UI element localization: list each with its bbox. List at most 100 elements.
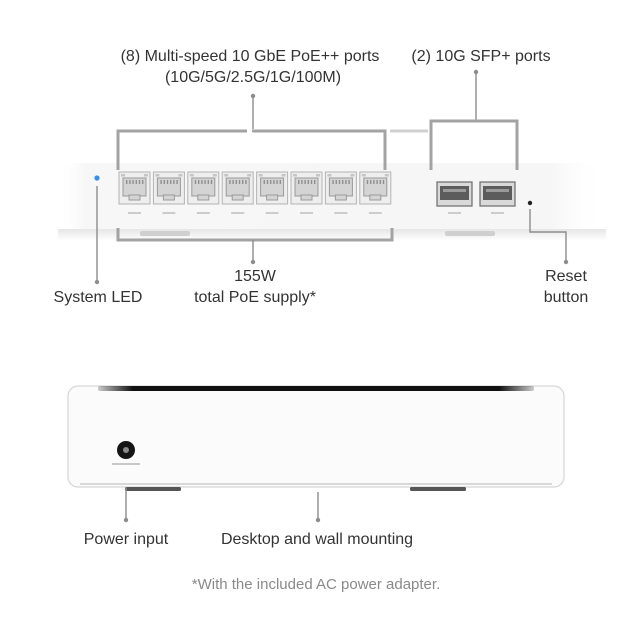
rj45-port-notch [128, 194, 141, 201]
foot-left [140, 231, 190, 236]
reset-label-line2: button [543, 289, 589, 306]
rear-top-edge [98, 386, 534, 391]
rj45-led-right [247, 174, 252, 177]
rj45-contact [263, 180, 265, 184]
rear-foot-left [125, 487, 181, 491]
rj45-contact [229, 180, 231, 184]
rj45-contact [270, 180, 272, 184]
rj45-port [324, 171, 357, 214]
rj45-contact [276, 180, 278, 184]
rj45-contact [232, 180, 234, 184]
rj45-led-left [189, 174, 194, 177]
callout-dots-bottom [123, 517, 321, 523]
rj45-contact [210, 180, 213, 184]
power-jack-marking [112, 463, 140, 465]
rj45-contact [160, 180, 162, 184]
rj45-led-left [361, 174, 366, 177]
sfp-port-marking [448, 212, 461, 214]
sfp-port-marking [491, 212, 504, 214]
rj45-port-notch [197, 194, 210, 201]
rj45-contact [198, 180, 200, 184]
rj45-contact [332, 180, 334, 184]
rj45-contact [314, 180, 316, 184]
rj45-contact [310, 180, 313, 184]
rj45-port-notch [300, 194, 313, 201]
poe-ports-speeds-label: (10G/5G/2.5G/1G/100M) [164, 69, 342, 86]
rj45-contact [335, 180, 337, 184]
rj45-contact [376, 180, 378, 184]
callout-dot [563, 259, 569, 265]
rj45-contact [135, 180, 137, 184]
footnote: *With the included AC power adapter. [191, 576, 441, 593]
rj45-contact [242, 180, 244, 184]
rj45-contact [266, 180, 269, 184]
rj45-contact [279, 180, 281, 184]
rj45-contact [338, 180, 341, 184]
rj45-contact [176, 180, 178, 184]
rj45-port [290, 171, 323, 214]
rj45-port [187, 171, 220, 214]
rj45-contact [194, 180, 197, 184]
callout-lines-top [96, 72, 567, 280]
reset-line [529, 209, 567, 261]
poe-supply-bracket [116, 228, 394, 242]
foot-right [445, 231, 495, 236]
rj45-contact [170, 180, 172, 184]
rj45-led-left [293, 174, 297, 177]
rj45-port-marking [162, 212, 176, 214]
rj45-port [118, 171, 151, 214]
callout-lines-bottom [125, 487, 319, 518]
callout-dot [473, 69, 479, 75]
sfp-port [479, 181, 516, 214]
rj45-contact [173, 180, 175, 184]
rj45-port-marking [196, 212, 210, 214]
rj45-led-right [350, 174, 355, 177]
rj45-led-left [155, 174, 160, 177]
system-led-label: System LED [53, 289, 143, 306]
sfp-bracket [429, 119, 519, 170]
rear-panel [67, 385, 565, 488]
rj45-contact [273, 180, 275, 184]
rj45-port-notch [334, 194, 347, 201]
rj45-port-marking [334, 212, 348, 214]
rj45-contact [307, 180, 309, 184]
rj45-led-right [384, 174, 389, 177]
switch-rear-view [67, 385, 565, 491]
rj45-contact [142, 180, 144, 184]
rj45-led-left [258, 174, 263, 177]
callout-dot [250, 259, 256, 265]
rj45-contact [138, 180, 141, 184]
rj45-contact [348, 180, 350, 184]
poe-bracket-right [252, 129, 387, 170]
rj45-port [359, 171, 392, 214]
rj45-contact [166, 180, 169, 184]
rj45-contact [163, 180, 165, 184]
rj45-port-group [118, 171, 392, 214]
sfp-port-cage [440, 186, 469, 200]
rj45-contact [207, 180, 209, 184]
rj45-port-notch [162, 194, 175, 201]
rj45-port-marking [300, 212, 313, 214]
sfp-port-latch [443, 189, 466, 192]
reset-label: Reset [545, 268, 587, 285]
rj45-contact [235, 180, 237, 184]
rj45-contact [345, 180, 347, 184]
system-led [94, 175, 100, 181]
poe-ports-label: (8) Multi-speed 10 GbE PoE++ ports [120, 48, 380, 65]
switch-front-view [58, 163, 606, 241]
callout-dots-top [94, 69, 569, 285]
rj45-contact [201, 180, 203, 184]
rj45-contact [304, 180, 306, 184]
sfp-port-latch [486, 189, 509, 192]
rj45-contact [132, 180, 134, 184]
rj45-port-marking [265, 212, 279, 214]
power-jack-pin [123, 447, 129, 453]
rj45-contact [301, 180, 303, 184]
rj45-contact [342, 180, 344, 184]
rj45-led-right [212, 174, 217, 177]
rj45-port [221, 171, 254, 214]
rj45-contact [298, 180, 300, 184]
rj45-port-notch [231, 194, 244, 201]
rj45-led-right [316, 174, 320, 177]
